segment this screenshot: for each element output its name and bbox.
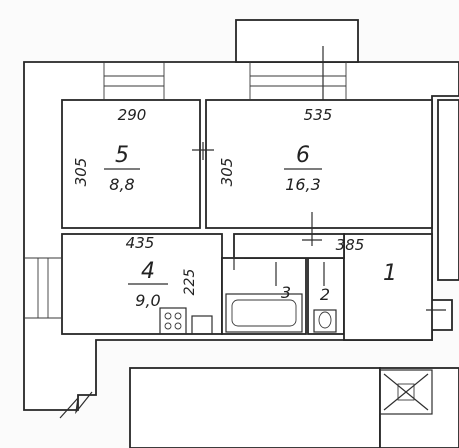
window-top-right bbox=[249, 62, 347, 100]
window-left bbox=[24, 257, 62, 319]
bottom-landing bbox=[129, 367, 381, 448]
room-6-area: 16,3 bbox=[285, 175, 321, 194]
toilet bbox=[313, 309, 337, 333]
room-6-height-dimension: 305 bbox=[218, 158, 236, 187]
stove bbox=[159, 307, 213, 335]
room-3-number: 3 bbox=[281, 283, 291, 302]
room-4-number: 4 bbox=[141, 259, 155, 284]
bathtub bbox=[225, 293, 303, 333]
room-4-height-dimension: 225 bbox=[182, 269, 198, 296]
break-line bbox=[59, 391, 93, 419]
window-top-left bbox=[103, 62, 165, 100]
room-5 bbox=[61, 99, 201, 229]
room-5-width-dimension: 290 bbox=[118, 106, 147, 124]
room-4-width-dimension: 435 bbox=[126, 234, 155, 252]
corridor bbox=[233, 233, 345, 259]
balcony bbox=[235, 19, 359, 63]
hall-width-dimension: 385 bbox=[336, 236, 365, 254]
ventilation-shaft bbox=[379, 369, 433, 415]
room-2-number: 2 bbox=[320, 285, 330, 304]
room-5-height-dimension: 305 bbox=[72, 158, 90, 187]
room-1 bbox=[343, 233, 433, 341]
room-5-area: 8,8 bbox=[109, 175, 134, 194]
dimension-labels: 290 535 305 305 435 225 385 bbox=[72, 106, 364, 295]
room-4-area: 9,0 bbox=[135, 291, 160, 310]
room-3 bbox=[221, 257, 307, 335]
room-5-number: 5 bbox=[115, 143, 129, 168]
windows bbox=[24, 62, 347, 319]
room-labels: 5 8,8 6 16,3 4 9,0 3 2 1 bbox=[104, 143, 397, 310]
rooms-layer bbox=[61, 99, 459, 448]
door-marks bbox=[192, 142, 446, 311]
room-1-number: 1 bbox=[383, 261, 397, 286]
right-room-fragment bbox=[437, 99, 459, 281]
room-6 bbox=[205, 99, 433, 229]
room-6-width-dimension: 535 bbox=[304, 106, 333, 124]
room-6-number: 6 bbox=[296, 143, 310, 168]
